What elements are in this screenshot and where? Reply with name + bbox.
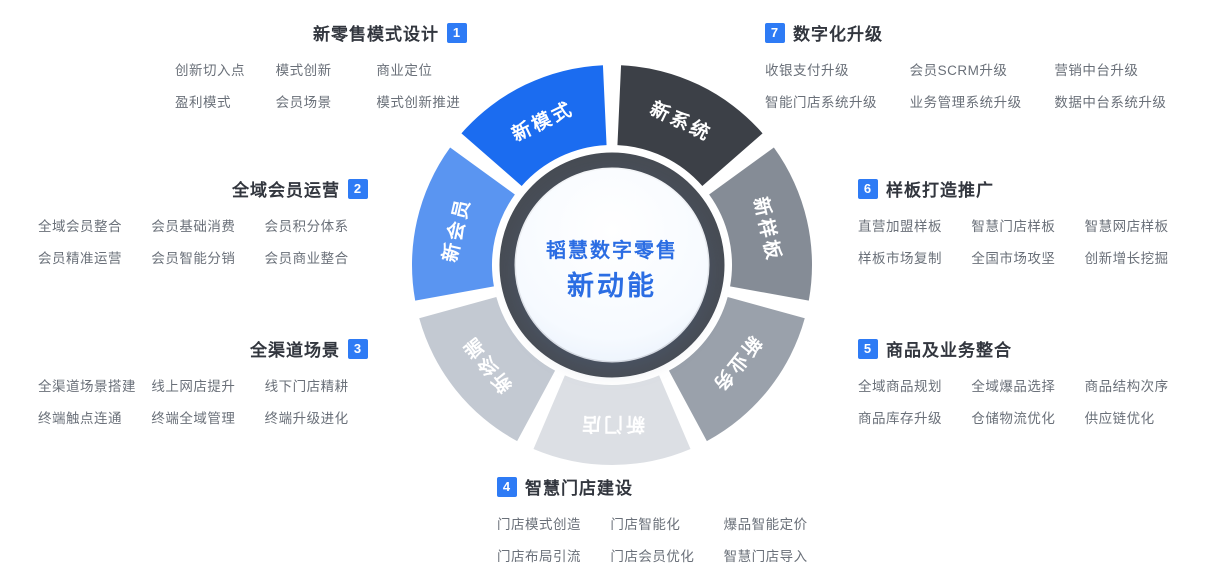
section-item: 终端触点连通 [38, 411, 122, 426]
section-item: 业务管理系统升级 [909, 95, 1022, 110]
wheel-segment-新业务 [668, 296, 805, 442]
section-item: 直营加盟样板 [858, 219, 942, 234]
section-item: 门店模式创造 [497, 517, 581, 532]
section-5: 5 商品及业务整合全域商品规划 全域爆品选择 商品结构次序商品库存升级 仓储物流优化 供应… [858, 336, 1188, 427]
section-item: 会员智能分销 [151, 251, 236, 266]
section-item: 创新切入点 [175, 63, 245, 78]
section-number-badge: 5 [858, 338, 878, 359]
section-item: 爆品智能定价 [723, 517, 808, 532]
section-item: 全国市场攻坚 [971, 251, 1056, 266]
section-item: 全域会员整合 [38, 219, 122, 234]
section-item: 门店布局引流 [497, 549, 581, 564]
section-item: 终端全域管理 [151, 411, 236, 426]
section-title-row: 6 样板打造推广 [858, 176, 1188, 201]
section-item: 商品结构次序 [1084, 379, 1169, 394]
section-item: 商品库存升级 [858, 411, 942, 426]
section-title: 数字化升级 [793, 25, 883, 44]
section-items: 收银支付升级 会员SCRM升级 营销中台升级智能门店系统升级 业务管理系统升级 数据中台… [765, 59, 1189, 111]
section-number-badge: 7 [765, 22, 785, 43]
wheel-segment-新会员 [412, 147, 515, 301]
section-2: 全域会员运营 2 全域会员整合 会员基础消费 会员积分体系会员精准运营 会员智能分销 会员商… [38, 176, 368, 267]
section-items: 全域会员整合 会员基础消费 会员积分体系会员精准运营 会员智能分销 会员商业整合 [38, 215, 368, 267]
section-item: 会员SCRM升级 [909, 63, 1008, 78]
section-item: 门店智能化 [610, 517, 681, 532]
section-title-row: 7 数字化升级 [765, 20, 1189, 45]
section-number-badge: 3 [348, 338, 368, 359]
section-item: 线上网店提升 [151, 379, 236, 394]
wheel-segment-新样板 [709, 147, 812, 301]
section-number-badge: 1 [447, 22, 467, 43]
section-4: 4 智慧门店建设门店模式创造 门店智能化 爆品智能定价门店布局引流 门店会员优化 智慧门店… [497, 474, 827, 565]
section-item: 模式创新 [275, 63, 332, 78]
section-7: 7 数字化升级收银支付升级 会员SCRM升级 营销中台升级智能门店系统升级 业务管理系统… [765, 20, 1189, 111]
section-item: 门店会员优化 [610, 549, 695, 564]
section-item: 智慧门店导入 [723, 549, 808, 564]
section-item: 智慧网店样板 [1084, 219, 1169, 234]
wheel-segment-新终端 [419, 296, 556, 442]
section-item: 商业定位 [376, 63, 433, 78]
section-item: 智慧门店样板 [971, 219, 1056, 234]
section-number-badge: 2 [348, 178, 368, 199]
section-title-row: 全域会员运营 2 [38, 176, 368, 201]
inner-ring [499, 152, 725, 378]
section-item: 收银支付升级 [765, 63, 849, 78]
section-title: 样板打造推广 [886, 181, 994, 200]
section-items: 创新切入点 模式创新 商业定位盈利模式 会员场景 模式创新推进 [175, 59, 467, 111]
wheel-segment-新模式 [461, 65, 607, 186]
section-items: 门店模式创造 门店智能化 爆品智能定价门店布局引流 门店会员优化 智慧门店导入 [497, 513, 827, 565]
section-1: 新零售模式设计 1 创新切入点 模式创新 商业定位盈利模式 会员场景 模式创新推进 [175, 20, 467, 111]
section-items: 全渠道场景搭建线上网店提升 线下门店精耕终端触点连通 终端全域管理 终端升级进化 [38, 375, 368, 427]
section-item: 线下门店精耕 [264, 379, 349, 394]
section-item: 仓储物流优化 [971, 411, 1056, 426]
section-item: 全域爆品选择 [971, 379, 1056, 394]
section-title: 全渠道场景 [250, 341, 340, 360]
section-title: 全域会员运营 [232, 181, 340, 200]
section-title: 智慧门店建设 [525, 479, 633, 498]
wheel-segment-新门店 [533, 375, 691, 465]
section-6: 6 样板打造推广直营加盟样板 智慧门店样板 智慧网店样板样板市场复制 全国市场攻坚 创新增… [858, 176, 1188, 267]
section-item: 会员场景 [275, 95, 332, 110]
section-item: 供应链优化 [1084, 411, 1155, 426]
section-items: 直营加盟样板 智慧门店样板 智慧网店样板样板市场复制 全国市场攻坚 创新增长挖掘 [858, 215, 1188, 267]
section-item: 会员基础消费 [151, 219, 236, 234]
center-circle [516, 169, 708, 361]
section-item: 数据中台系统升级 [1054, 95, 1167, 110]
section-item: 智能门店系统升级 [765, 95, 877, 110]
section-title-row: 4 智慧门店建设 [497, 474, 827, 499]
section-title: 商品及业务整合 [886, 341, 1012, 360]
section-item: 全域商品规划 [858, 379, 942, 394]
section-item: 营销中台升级 [1054, 63, 1139, 78]
section-item: 会员积分体系 [264, 219, 349, 234]
section-number-badge: 6 [858, 178, 878, 199]
section-3: 全渠道场景 3 全渠道场景搭建线上网店提升 线下门店精耕终端触点连通 终端全域管理 终端升… [38, 336, 368, 427]
section-title-row: 新零售模式设计 1 [175, 20, 467, 45]
section-title-row: 全渠道场景 3 [38, 336, 368, 361]
section-item: 盈利模式 [175, 95, 231, 110]
section-item: 会员商业整合 [264, 251, 349, 266]
section-item: 全渠道场景搭建 [38, 379, 136, 394]
section-title: 新零售模式设计 [313, 25, 439, 44]
section-item: 模式创新推进 [376, 95, 461, 110]
wheel-segment-新系统 [617, 65, 763, 186]
center-title: 韬慧数字零售 [546, 238, 678, 262]
wheel-segment-label: 新门店 [579, 413, 645, 436]
section-items: 全域商品规划 全域爆品选择 商品结构次序商品库存升级 仓储物流优化 供应链优化 [858, 375, 1188, 427]
section-item: 终端升级进化 [264, 411, 349, 426]
center-subtitle: 新动能 [567, 270, 657, 301]
section-item: 样板市场复制 [858, 251, 942, 266]
section-title-row: 5 商品及业务整合 [858, 336, 1188, 361]
section-number-badge: 4 [497, 476, 517, 497]
section-item: 会员精准运营 [38, 251, 122, 266]
section-item: 创新增长挖掘 [1084, 251, 1169, 266]
